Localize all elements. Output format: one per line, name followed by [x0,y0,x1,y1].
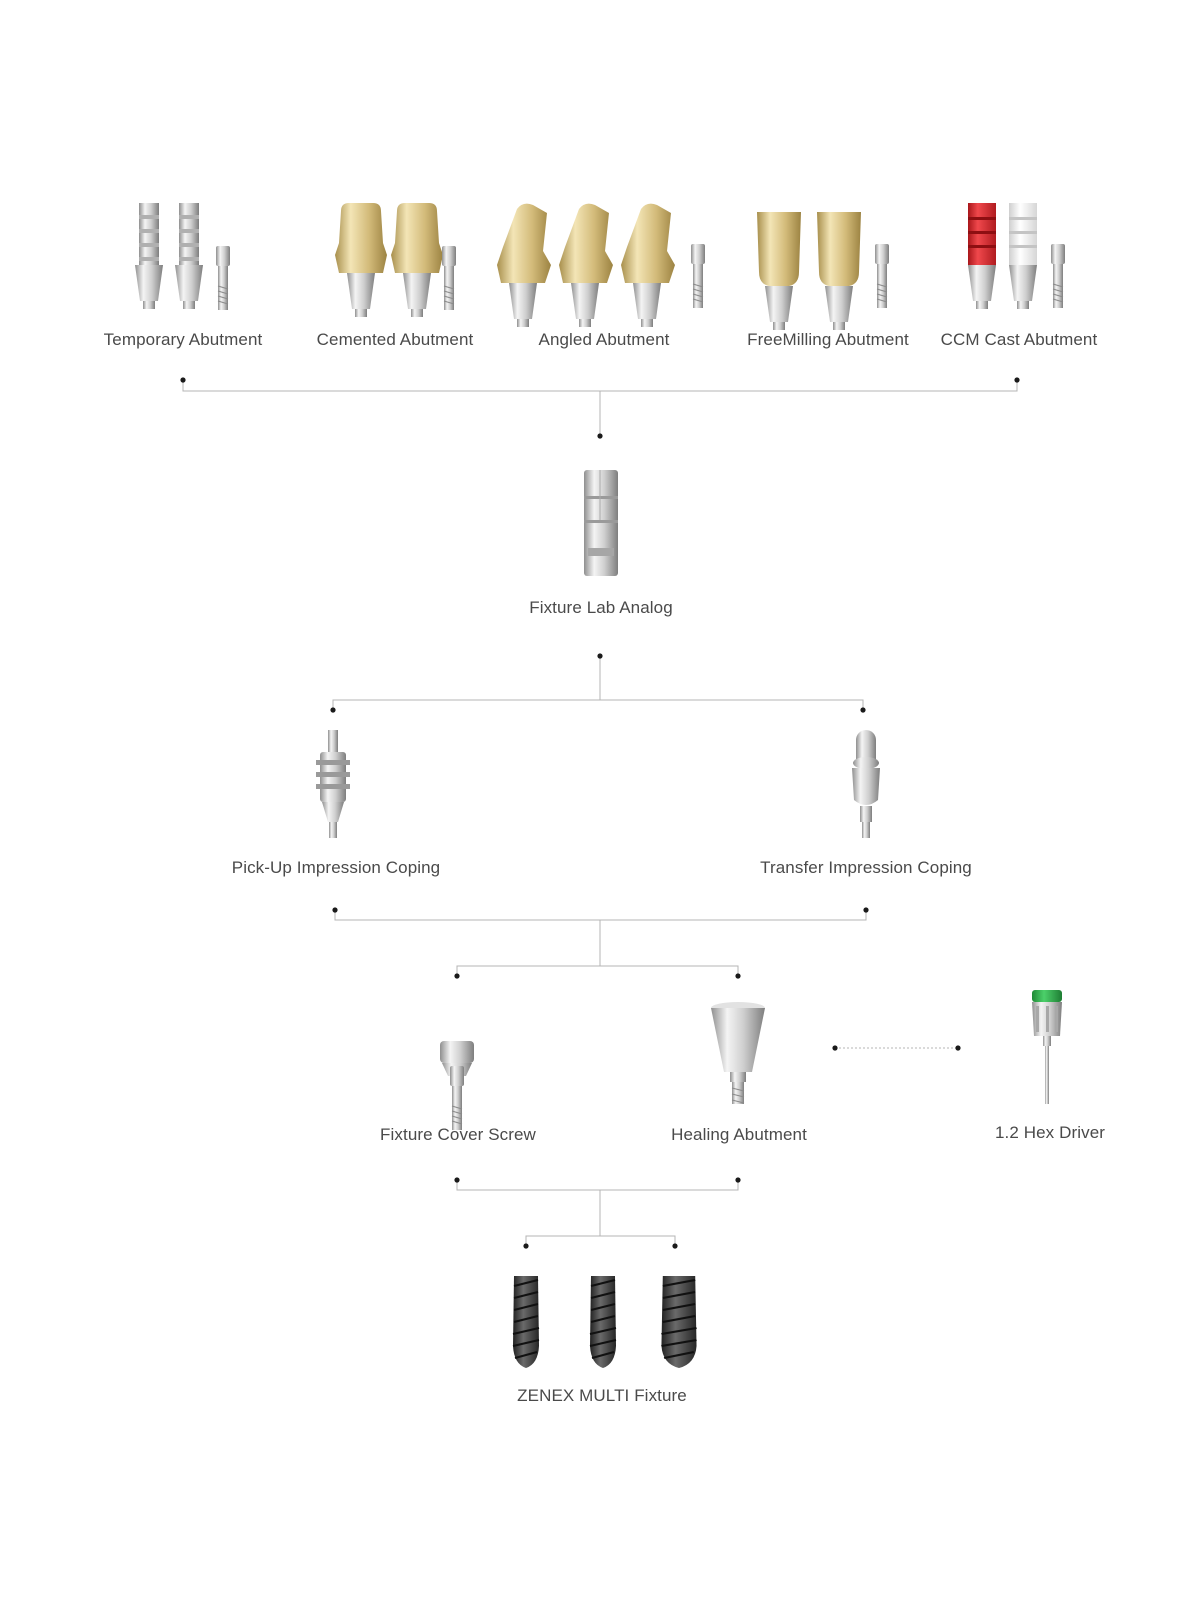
pickup-coping-label: Pick-Up Impression Coping [231,858,441,877]
temporary-abutment-icon [135,203,231,311]
hex-driver-label: 1.2 Hex Driver [994,1123,1106,1142]
lab-analog-label: Fixture Lab Analog [529,598,673,617]
transfer-coping-icon [852,730,880,838]
cover-screw-icon [440,1041,474,1131]
angled-abutment-icon [497,204,706,327]
freemilling-abutment-icon [757,212,890,330]
healing-abutment-icon [711,1002,765,1104]
lab-analog-icon [584,470,618,576]
transfer-coping-label: Transfer Impression Coping [760,858,972,877]
connector-lines [182,380,1018,1246]
cover-screw-label: Fixture Cover Screw [380,1125,536,1144]
freemilling-abutment-label: FreeMilling Abutment [747,330,909,349]
cemented-abutment-icon [335,203,457,317]
angled-abutment-label: Angled Abutment [538,330,670,349]
fixture-label: ZENEX MULTI Fixture [517,1386,687,1405]
cemented-abutment-label: Cemented Abutment [316,330,474,349]
hex-driver-icon [1032,990,1062,1104]
temporary-abutment-label: Temporary Abutment [103,330,263,349]
ccm-cast-abutment-label: CCM Cast Abutment [940,330,1098,349]
healing-abutment-label: Healing Abutment [671,1125,807,1144]
implant-fixture-icon [512,1274,698,1370]
ccm-cast-abutment-icon [968,203,1066,309]
pickup-coping-icon [316,730,350,838]
connector-dots [180,377,1020,1249]
